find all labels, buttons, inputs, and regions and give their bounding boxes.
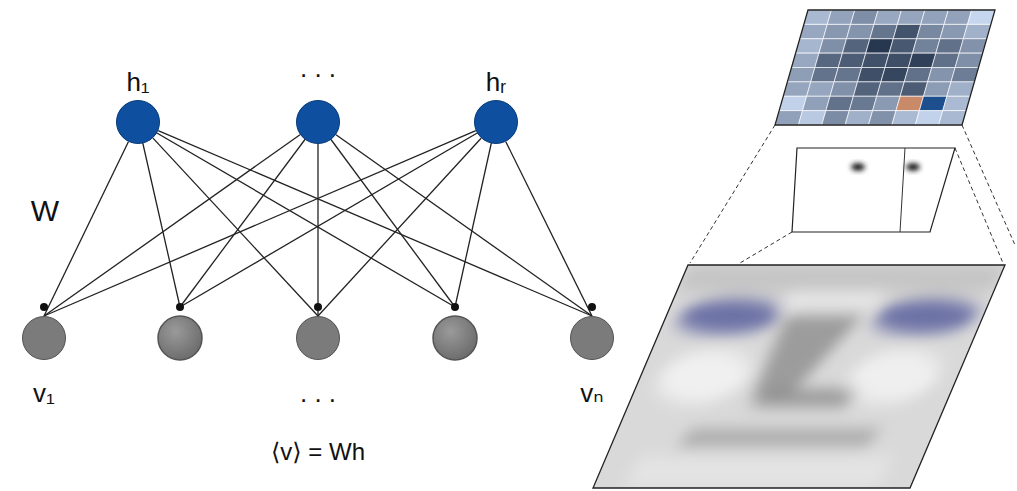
grid-cell [826, 96, 854, 110]
grid-cell [944, 10, 972, 24]
unit-label: . . . [300, 379, 336, 408]
grid-cell [881, 68, 909, 82]
weight-label: W [31, 194, 59, 227]
visible-unit [158, 316, 202, 360]
grid-cell [823, 24, 851, 38]
grid-cell [877, 82, 905, 96]
grid-cell [827, 10, 855, 24]
grid-cell [917, 24, 945, 38]
grid-cell [870, 24, 898, 38]
grid-cell [919, 96, 947, 110]
grid-cell [889, 39, 917, 53]
weight-connection [317, 144, 318, 316]
grid-cell [815, 53, 843, 67]
weight-connection [158, 131, 592, 316]
connection-dots [40, 303, 596, 311]
grid-cell [932, 53, 960, 67]
grid-cell [921, 10, 949, 24]
grid-cell [893, 24, 921, 38]
grid-cell [819, 39, 847, 53]
grid-cell [869, 111, 897, 125]
image-frame [593, 265, 1005, 488]
grid-cell [847, 24, 875, 38]
grid-cell [803, 96, 831, 110]
grid-cell [807, 82, 835, 96]
grid-cell [896, 96, 924, 110]
grid-cell [940, 24, 968, 38]
grid-cell [874, 10, 902, 24]
face-image [593, 265, 1005, 488]
grid-cell [866, 39, 894, 53]
unit-label: . . . [300, 54, 336, 83]
unit-label: h₁ [126, 68, 149, 97]
grid-cell [897, 10, 925, 24]
grid-cell [842, 39, 870, 53]
grid-cell [873, 96, 901, 110]
grid-cell [924, 82, 952, 96]
visible-unit: . . . [296, 316, 340, 360]
equation-label: ⟨v⟩ = Wh [271, 439, 365, 465]
grid-cell [908, 53, 936, 67]
hidden-unit: h₁ [116, 100, 160, 144]
grid-cell [853, 82, 881, 96]
weight-connection [506, 142, 592, 316]
feature-divider [900, 148, 905, 232]
projection-lines [690, 125, 1015, 263]
grid-cell [904, 68, 932, 82]
unit-label: hᵣ [486, 68, 507, 97]
grid-frame [775, 10, 995, 125]
grid-cell [936, 39, 964, 53]
visible-unit: v₁ [22, 316, 66, 360]
grid-cell [915, 111, 943, 125]
weight-connection [336, 135, 592, 316]
grid-cell [928, 68, 956, 82]
grid-cell [830, 82, 858, 96]
grid-cell [798, 111, 826, 125]
weight-connection [318, 138, 481, 316]
grid-cell [838, 53, 866, 67]
weight-connection [44, 131, 476, 316]
grid-cell [862, 53, 890, 67]
weight-connection [44, 142, 128, 316]
hidden-unit: . . . [296, 100, 340, 144]
grid-cell [885, 53, 913, 67]
grid-cell [851, 10, 879, 24]
weight-grid [775, 10, 995, 125]
unit-label: vₙ [580, 379, 603, 408]
hidden-unit: hᵣ [474, 100, 518, 144]
grid-cell [845, 111, 873, 125]
grid-cell [822, 111, 850, 125]
grid-cell [811, 68, 839, 82]
grid-cell [900, 82, 928, 96]
grid-cell [834, 68, 862, 82]
grid-cell [892, 111, 920, 125]
grid-cell [913, 39, 941, 53]
visible-unit: vₙ [570, 316, 614, 360]
unit-label: v₁ [33, 379, 55, 408]
weight-connection [153, 138, 318, 316]
feature-plane [792, 148, 955, 232]
grid-cell [849, 96, 877, 110]
feature-blobs [851, 163, 920, 171]
visible-unit [433, 316, 477, 360]
weight-lines [138, 122, 496, 307]
grid-cell [858, 68, 886, 82]
weight-connection [44, 135, 300, 316]
